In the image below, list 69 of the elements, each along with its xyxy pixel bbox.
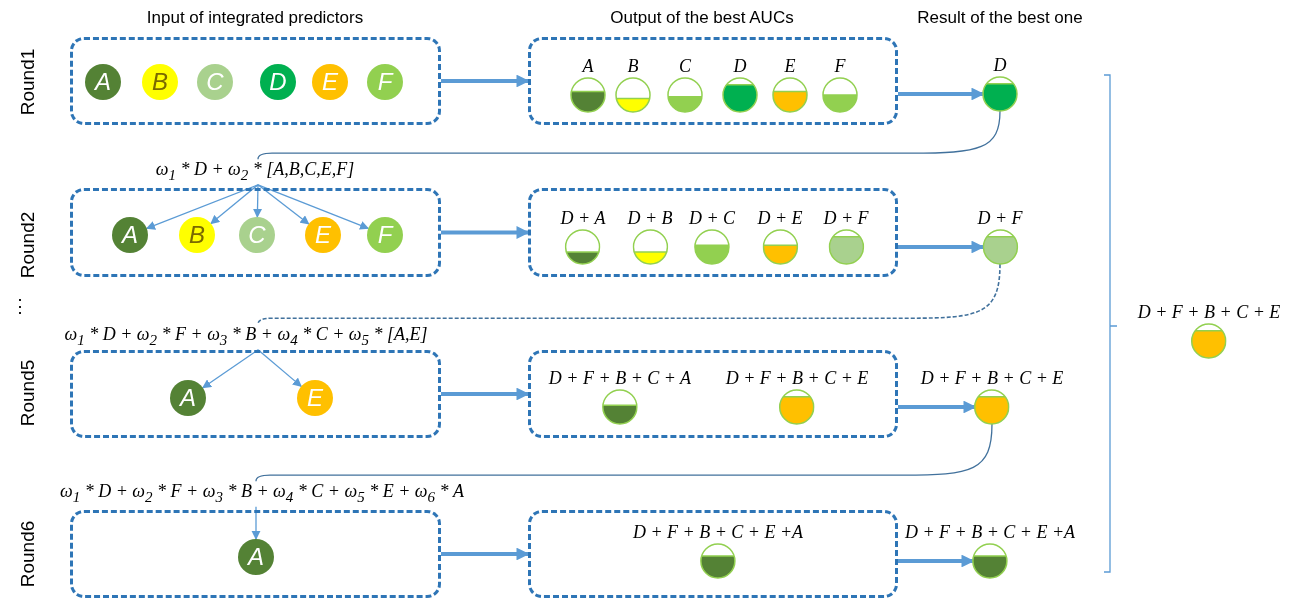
predictor-label: D [993,54,1007,76]
dashed-group-box [528,188,898,277]
dashed-group-box [528,37,898,125]
connector-curve [257,110,1001,160]
predictor-label: D + F [977,207,1023,229]
row-label: Round2 [17,211,39,279]
predictor-circle: A [238,539,274,575]
predictor-circle: A [85,64,121,100]
row-label: Round1 [17,48,39,116]
dashed-group-box [70,350,441,438]
arrow [441,74,530,88]
predictor-label: D + F [823,207,869,229]
predictor-circle: B [179,217,215,253]
predictor-label: D + F + B + C + E [725,367,869,389]
dashed-group-box [70,188,441,277]
arrow [202,349,259,389]
arrow [210,184,259,225]
predictor-label: D + A [560,207,606,229]
predictor-circle: D [260,64,296,100]
arrow [145,184,259,230]
predictor-label: D + F + B + C + E +A [904,521,1076,543]
connector-curve [255,423,993,482]
predictor-label: D + B [627,207,673,229]
predictor-circle: F [367,217,403,253]
predictor-circle: A [112,217,148,253]
predictor-label: D + F + B + C + E [920,367,1064,389]
arrow [257,184,310,225]
predictor-circle: C [239,217,275,253]
arrow [898,240,985,254]
predictor-circle: E [297,380,333,416]
dashed-group-box [70,510,441,598]
predictor-label: D [733,55,747,77]
predictor-label: D + E [757,207,803,229]
predictor-label: D + F + B + C + E +A [632,521,804,543]
column-header: Output of the best AUCs [610,8,794,28]
predictor-label: F [834,55,846,77]
row-label: Round5 [17,359,39,427]
predictor-label: A [582,55,594,77]
predictor-circle: C [197,64,233,100]
predictor-circle: E [305,217,341,253]
ellipsis-mark: ⋮ [11,295,29,317]
predictor-label: E [784,55,796,77]
dashed-group-box [528,350,898,438]
arrow [441,226,530,239]
predictor-label: D + F + B + C + A [548,367,692,389]
predictor-label: D + F + B + C + E [1137,301,1281,323]
predictor-circle: B [142,64,178,100]
formula: ω$_{1}$ * D + ω$_{2}$ * F + ω$_{3}$ * B + ω$_{4}$ * C + ω$_{5}$ * E + ω$_{6}$ * A [60,481,464,507]
arrow [257,349,302,388]
arrow [898,400,977,414]
dashed-group-box [528,510,898,598]
formula: ω$_{1}$ * D + ω$_{2}$ * F + ω$_{3}$ * B + ω$_{4}$ * C + ω$_{5}$ * [A,E] [64,324,428,350]
predictor-label: C [679,55,691,77]
arrow [251,506,261,540]
arrow [441,547,530,561]
arrow [441,387,530,401]
formula: ω$_{1}$ * D + ω$_{2}$ * [A,B,C,E,F] [155,159,355,185]
row-label: Round6 [17,520,39,588]
column-header: Result of the best one [917,8,1083,28]
predictor-label: D + C [688,207,736,229]
predictor-label: B [627,55,639,77]
arrow [257,184,370,230]
predictor-circle: E [312,64,348,100]
dashed-group-box [70,37,441,125]
predictor-circle: A [170,380,206,416]
arrow [252,184,263,218]
connector-curve [257,263,1001,325]
column-header: Input of integrated predictors [146,8,364,28]
predictor-circle: F [367,64,403,100]
